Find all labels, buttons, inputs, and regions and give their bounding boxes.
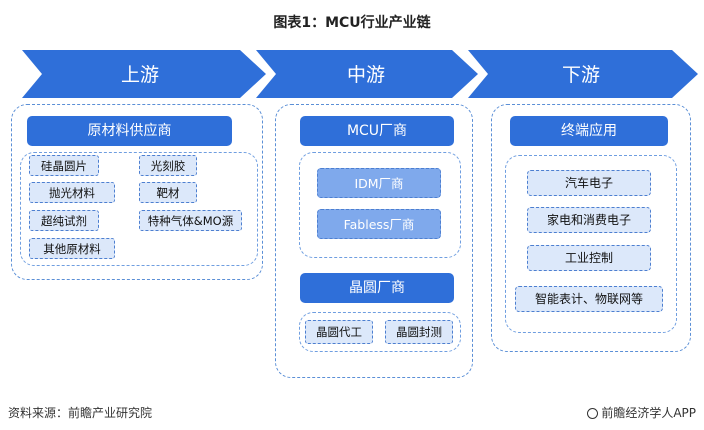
- downstream-header: 终端应用: [510, 116, 668, 146]
- midstream-panel: [275, 104, 473, 378]
- upstream-item: 靶材: [139, 182, 197, 203]
- wafer-header: 晶圆厂商: [300, 273, 454, 303]
- downstream-arrow: [468, 50, 698, 98]
- source-note: 资料来源：前瞻产业研究院: [8, 406, 153, 420]
- stage-label-downstream: 下游: [561, 64, 600, 86]
- upstream-item: 硅晶圆片: [29, 155, 99, 176]
- downstream-item: 汽车电子: [527, 170, 651, 196]
- downstream-panel: [491, 104, 691, 352]
- downstream-item: 工业控制: [527, 245, 651, 271]
- upstream-item: 抛光材料: [29, 182, 115, 203]
- downstream-item: 家电和消费电子: [527, 207, 651, 233]
- figure-title: 图表1：MCU行业产业链: [273, 15, 431, 31]
- mcu-item: IDM厂商: [317, 168, 441, 198]
- wafer-item: 晶圆代工: [305, 320, 373, 344]
- brand-name: 前瞻经济学人APP: [601, 406, 696, 420]
- mcu-item: Fabless厂商: [317, 209, 441, 239]
- stage-label-upstream: 上游: [120, 64, 159, 86]
- brand-credit: 前瞻经济学人APP: [587, 404, 696, 421]
- upstream-subpanel: [20, 152, 258, 266]
- upstream-item: 其他原材料: [29, 238, 115, 259]
- upstream-item: 特种气体&MO源: [139, 210, 242, 231]
- midstream-arrow: [256, 50, 478, 98]
- mcu-subpanel: [299, 152, 461, 258]
- upstream-panel: [11, 104, 263, 280]
- upstream-arrow: [22, 50, 266, 98]
- stage-label-midstream: 中游: [346, 64, 385, 86]
- wafer-subpanel: [299, 312, 461, 352]
- mcu-header: MCU厂商: [300, 116, 454, 146]
- upstream-item: 光刻胶: [139, 155, 197, 176]
- upstream-header: 原材料供应商: [27, 116, 232, 146]
- downstream-item: 智能表计、物联网等: [515, 286, 663, 312]
- wafer-item: 晶圆封测: [385, 320, 453, 344]
- downstream-subpanel: [505, 155, 677, 333]
- stage-arrows: [22, 50, 698, 98]
- upstream-item: 超纯试剂: [29, 210, 99, 231]
- brand-logo-icon: [587, 408, 599, 419]
